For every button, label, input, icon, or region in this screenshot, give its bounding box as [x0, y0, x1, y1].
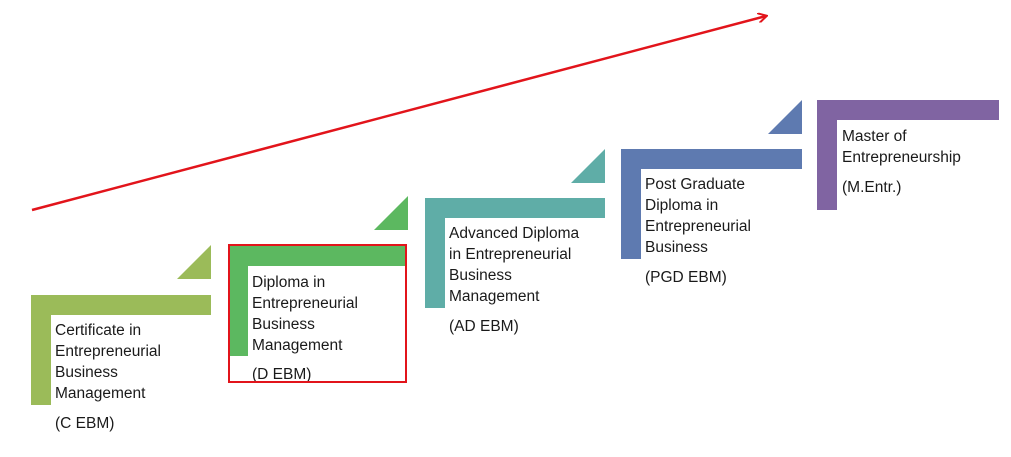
step-2-abbreviation: (D EBM)	[252, 366, 312, 383]
step-3-shape	[425, 149, 605, 308]
step-1-side-bar	[31, 295, 51, 405]
highlight-box	[228, 244, 407, 383]
step-5-label: Master of Entrepreneurship	[842, 128, 961, 166]
step-1-abbreviation: (C EBM)	[55, 415, 115, 432]
step-1-label: Certificate in Entrepreneurial Business …	[55, 322, 161, 402]
step-4-shape	[621, 100, 802, 259]
step-4-abbreviation: (PGD EBM)	[645, 269, 727, 286]
step-1-top-bar	[31, 295, 211, 315]
step-4-side-bar	[621, 149, 641, 259]
step-2-corner-triangle	[374, 196, 408, 230]
step-3-corner-triangle	[571, 149, 605, 183]
step-5-side-bar	[817, 100, 837, 210]
step-1-shape	[31, 245, 211, 405]
step-2-shape	[228, 196, 408, 356]
progression-arrow	[31, 16, 766, 212]
step-4-top-bar	[621, 149, 802, 169]
step-3-label: Advanced Diploma in Entrepreneurial Busi…	[449, 225, 580, 305]
step-2-label: Diploma in Entrepreneurial Business Mana…	[252, 274, 358, 354]
step-3-abbreviation: (AD EBM)	[449, 318, 519, 335]
step-5-abbreviation: (M.Entr.)	[842, 179, 902, 196]
step-3-side-bar	[425, 198, 445, 308]
step-5-top-bar	[817, 100, 999, 120]
step-1-corner-triangle	[177, 245, 211, 279]
step-5-shape	[817, 100, 999, 210]
step-2-top-bar	[228, 246, 406, 266]
step-4-label: Post Graduate Diploma in Entrepreneurial…	[645, 176, 751, 256]
step-3-top-bar	[425, 198, 605, 218]
step-2-side-bar	[228, 246, 248, 356]
step-4-corner-triangle	[768, 100, 802, 134]
